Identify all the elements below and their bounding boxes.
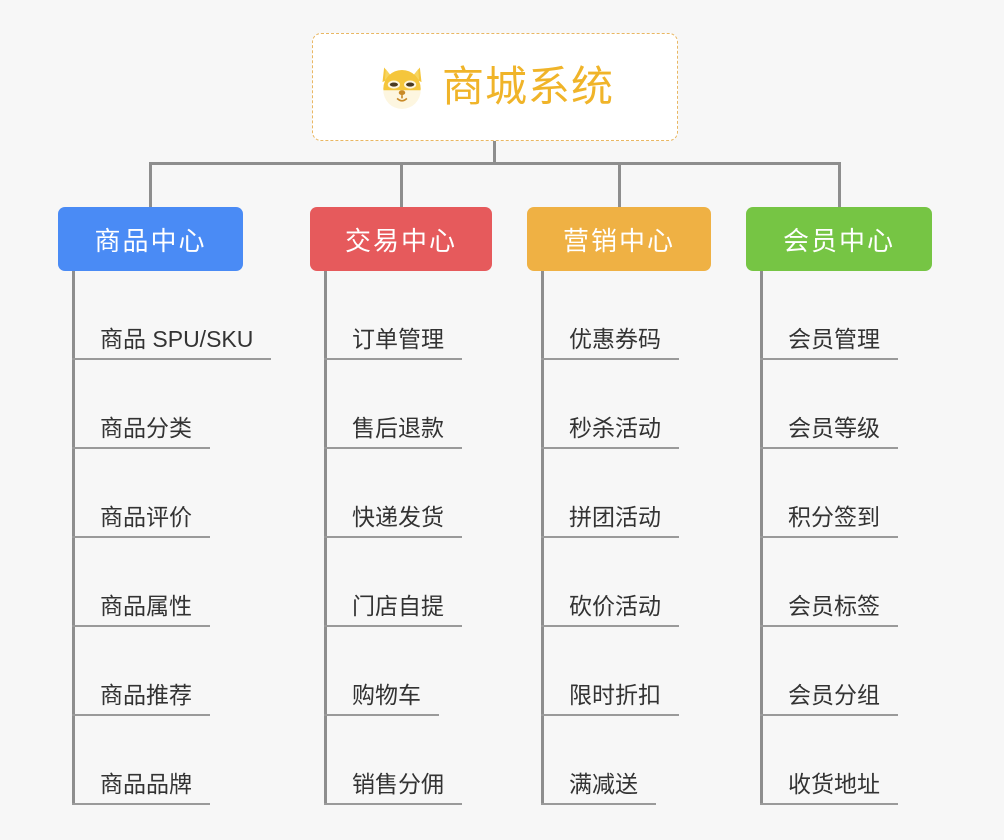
leaf-label: 会员标签 — [760, 593, 898, 627]
leaf-item[interactable]: 砍价活动 — [527, 538, 711, 627]
leaf-label: 会员等级 — [760, 415, 898, 449]
leaf-spine — [541, 271, 544, 805]
leaf-label: 秒杀活动 — [541, 415, 679, 449]
leaf-item[interactable]: 会员等级 — [746, 360, 932, 449]
leaf-list-member: 会员管理 会员等级 积分签到 会员标签 会员分组 收货地址 — [746, 271, 932, 805]
leaf-label: 优惠券码 — [541, 326, 679, 360]
leaf-label: 商品评价 — [72, 504, 210, 538]
leaf-list-trade: 订单管理 售后退款 快递发货 门店自提 购物车 销售分佣 — [310, 271, 492, 805]
category-label: 会员中心 — [782, 225, 895, 256]
category-label: 商品中心 — [94, 225, 207, 256]
leaf-list-product: 商品 SPU/SKU 商品分类 商品评价 商品属性 商品推荐 商品品牌 — [58, 271, 272, 805]
leaf-label: 售后退款 — [324, 415, 462, 449]
connector-drop-3 — [618, 162, 621, 210]
leaf-item[interactable]: 订单管理 — [310, 271, 492, 360]
leaf-item[interactable]: 商品评价 — [58, 449, 271, 538]
leaf-label: 商品品牌 — [72, 771, 210, 805]
category-column-trade: 交易中心 订单管理 售后退款 快递发货 门店自提 购物车 销售分佣 — [310, 207, 492, 805]
category-column-member: 会员中心 会员管理 会员等级 积分签到 会员标签 会员分组 收货地址 — [746, 207, 932, 805]
leaf-item[interactable]: 门店自提 — [310, 538, 492, 627]
leaf-item[interactable]: 积分签到 — [746, 449, 932, 538]
leaf-item[interactable]: 商品推荐 — [58, 627, 271, 716]
leaf-item[interactable]: 商品属性 — [58, 538, 271, 627]
category-header-marketing[interactable]: 营销中心 — [527, 207, 711, 271]
category-label: 营销中心 — [562, 225, 675, 256]
leaf-label: 拼团活动 — [541, 504, 679, 538]
leaf-item[interactable]: 购物车 — [310, 627, 492, 716]
leaf-item[interactable]: 商品 SPU/SKU — [58, 271, 272, 360]
leaf-label: 会员分组 — [760, 682, 898, 716]
leaf-label: 快递发货 — [324, 504, 462, 538]
category-column-product: 商品中心 商品 SPU/SKU 商品分类 商品评价 商品属性 商品推荐 商品品牌 — [58, 207, 272, 805]
connector-horizontal-bus — [149, 162, 841, 165]
leaf-label: 商品 SPU/SKU — [72, 326, 272, 360]
leaf-item[interactable]: 拼团活动 — [527, 449, 711, 538]
leaf-label: 商品推荐 — [72, 682, 210, 716]
leaf-label: 收货地址 — [760, 771, 898, 805]
leaf-label: 商品分类 — [72, 415, 210, 449]
shiba-dog-face-icon — [382, 67, 422, 109]
leaf-label: 限时折扣 — [541, 682, 679, 716]
leaf-item[interactable]: 商品品牌 — [58, 716, 271, 805]
leaf-label: 满减送 — [541, 771, 656, 805]
leaf-item[interactable]: 商品分类 — [58, 360, 271, 449]
leaf-item[interactable]: 收货地址 — [746, 716, 932, 805]
leaf-list-marketing: 优惠券码 秒杀活动 拼团活动 砍价活动 限时折扣 满减送 — [527, 271, 711, 805]
leaf-label: 积分签到 — [760, 504, 898, 538]
category-header-member[interactable]: 会员中心 — [746, 207, 932, 271]
leaf-item[interactable]: 满减送 — [527, 716, 711, 805]
category-label: 交易中心 — [344, 225, 457, 256]
leaf-label: 会员管理 — [760, 326, 898, 360]
leaf-item[interactable]: 销售分佣 — [310, 716, 492, 805]
leaf-item[interactable]: 快递发货 — [310, 449, 492, 538]
root-title: 商城系统 — [441, 63, 614, 110]
leaf-label: 订单管理 — [324, 326, 462, 360]
category-header-trade[interactable]: 交易中心 — [310, 207, 492, 271]
leaf-spine — [760, 271, 763, 805]
leaf-item[interactable]: 优惠券码 — [527, 271, 711, 360]
leaf-label: 门店自提 — [324, 593, 462, 627]
leaf-item[interactable]: 限时折扣 — [527, 627, 711, 716]
leaf-spine — [324, 271, 327, 805]
leaf-spine — [72, 271, 75, 805]
leaf-item[interactable]: 售后退款 — [310, 360, 492, 449]
leaf-item[interactable]: 秒杀活动 — [527, 360, 711, 449]
connector-drop-2 — [400, 162, 403, 210]
leaf-label: 砍价活动 — [541, 593, 679, 627]
connector-drop-1 — [149, 162, 152, 210]
connector-root-stem — [493, 141, 496, 165]
leaf-item[interactable]: 会员管理 — [746, 271, 932, 360]
leaf-item[interactable]: 会员标签 — [746, 538, 932, 627]
leaf-label: 商品属性 — [72, 593, 210, 627]
leaf-label: 购物车 — [324, 682, 439, 716]
category-header-product[interactable]: 商品中心 — [58, 207, 243, 271]
category-column-marketing: 营销中心 优惠券码 秒杀活动 拼团活动 砍价活动 限时折扣 满减送 — [527, 207, 711, 805]
connector-drop-4 — [838, 162, 841, 210]
leaf-item[interactable]: 会员分组 — [746, 627, 932, 716]
leaf-label: 销售分佣 — [324, 771, 462, 805]
root-node[interactable]: 商城系统 — [312, 33, 678, 141]
